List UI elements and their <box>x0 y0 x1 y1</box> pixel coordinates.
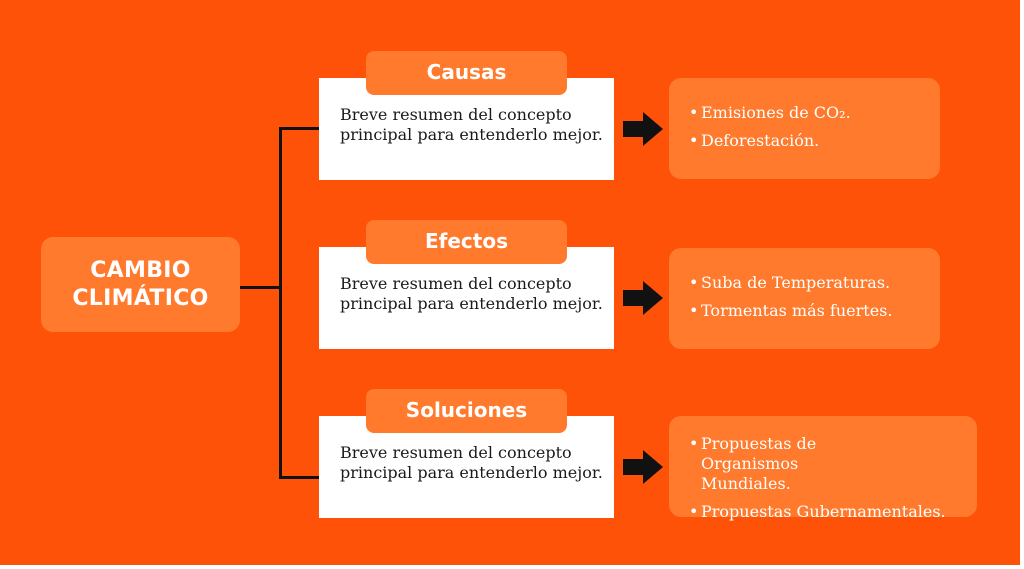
summary-text: Breve resumen del concepto principal par… <box>340 443 603 482</box>
list-item: Suba de Temperaturas. <box>689 273 930 293</box>
summary-box-efectos: Breve resumen del concepto principal par… <box>319 247 614 349</box>
right-arrow-icon <box>623 281 663 315</box>
root-node: CAMBIO CLIMÁTICO <box>41 237 240 332</box>
list-item: Emisiones de CO₂. <box>689 103 930 123</box>
list-item: Deforestación. <box>689 131 930 151</box>
branch-header-causas: Causas <box>366 51 567 95</box>
branch-title: Causas <box>426 60 507 84</box>
summary-box-soluciones: Breve resumen del concepto principal par… <box>319 416 614 518</box>
summary-box-causas: Breve resumen del concepto principal par… <box>319 78 614 180</box>
right-arrow-icon <box>623 112 663 146</box>
connector-vertical-spine <box>279 127 282 479</box>
bullet-list: Emisiones de CO₂. Deforestación. <box>689 103 930 151</box>
connector-branch-3 <box>279 476 319 479</box>
bullet-list: Propuestas de Organismos Mundiales. Prop… <box>689 434 967 522</box>
branch-title: Efectos <box>425 229 508 253</box>
root-title: CAMBIO CLIMÁTICO <box>72 257 209 311</box>
list-item: Tormentas más fuertes. <box>689 301 930 321</box>
summary-text: Breve resumen del concepto principal par… <box>340 105 603 144</box>
list-item: Propuestas de Organismos Mundiales. <box>689 434 851 494</box>
summary-text: Breve resumen del concepto principal par… <box>340 274 603 313</box>
branch-header-efectos: Efectos <box>366 220 567 264</box>
list-item: Propuestas Gubernamentales. <box>689 502 967 522</box>
bullet-list: Suba de Temperaturas. Tormentas más fuer… <box>689 273 930 321</box>
connector-root-horizontal <box>240 286 282 289</box>
bullet-box-causas: Emisiones de CO₂. Deforestación. <box>669 78 940 179</box>
connector-branch-1 <box>279 127 319 130</box>
branch-header-soluciones: Soluciones <box>366 389 567 433</box>
right-arrow-icon <box>623 450 663 484</box>
bullet-box-soluciones: Propuestas de Organismos Mundiales. Prop… <box>669 416 977 521</box>
bullet-box-efectos: Suba de Temperaturas. Tormentas más fuer… <box>669 248 940 349</box>
branch-title: Soluciones <box>405 398 528 422</box>
